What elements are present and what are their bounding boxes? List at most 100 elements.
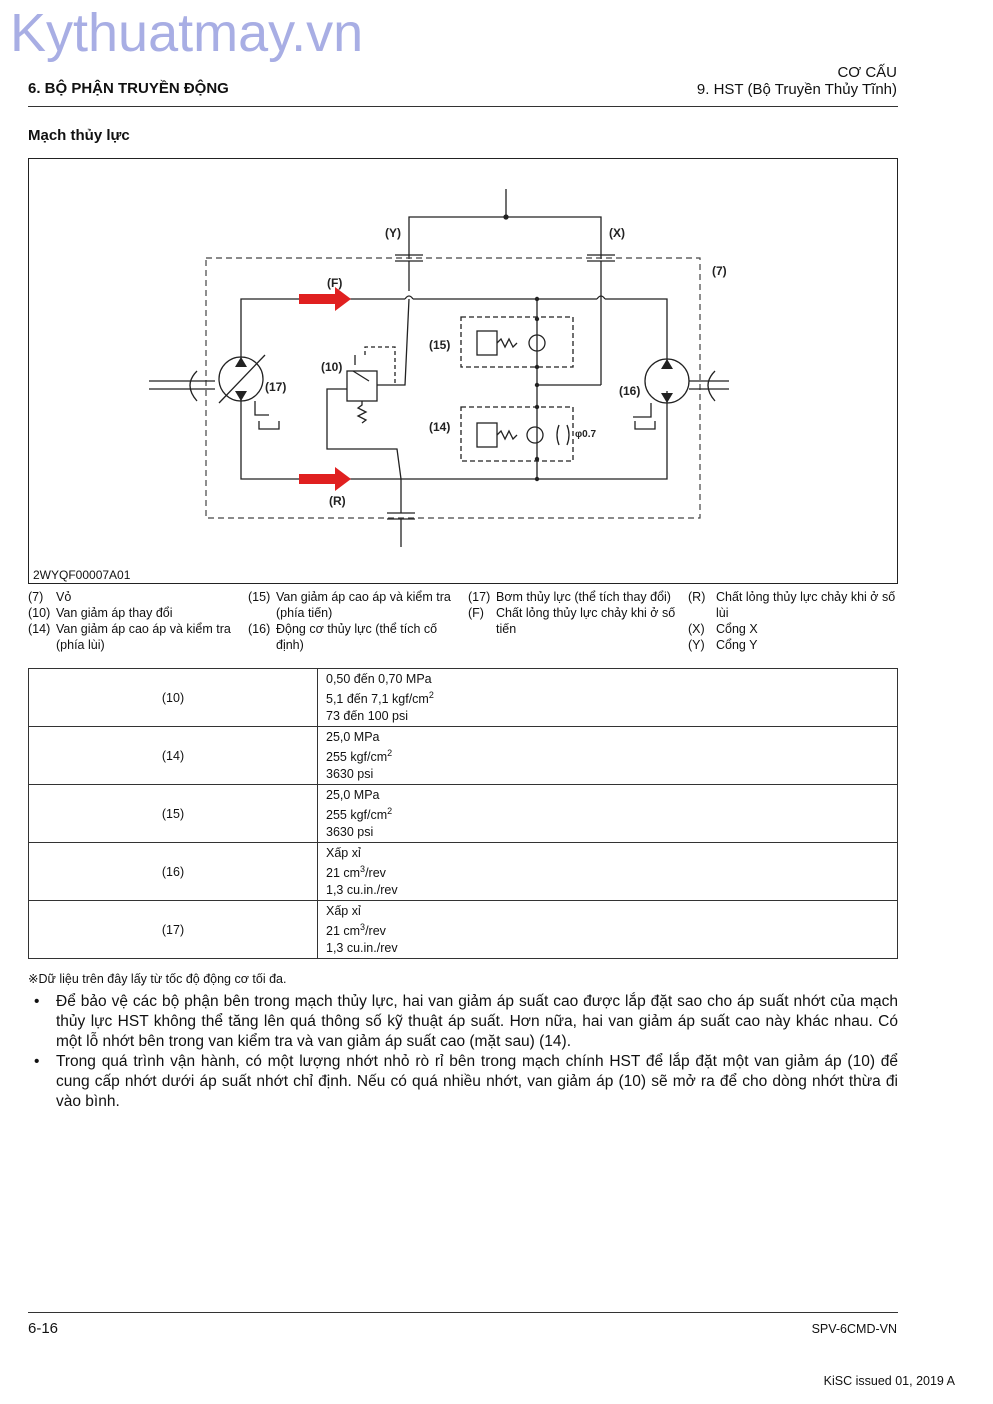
spec-superscript: 3: [360, 922, 366, 933]
spec-value-text: 25,0 MPa: [326, 730, 380, 745]
spec-value-line: 3630 psi: [326, 824, 897, 840]
legend-key: (F): [468, 606, 484, 620]
spec-value-text: 73 đến 100 psi: [326, 708, 409, 723]
legend-text: Van giảm áp thay đổi: [56, 606, 173, 620]
legend-key: (17): [468, 590, 491, 604]
legend-key: (R): [688, 590, 706, 604]
spec-superscript: 3: [360, 864, 366, 875]
legend-item: (16) Động cơ thủy lực (thể tích cố định): [248, 621, 458, 653]
spec-key: (15): [28, 784, 318, 843]
spec-value-line: 255 kgf/cm2: [326, 803, 897, 823]
spec-value-text: 25,0 MPa: [326, 788, 380, 803]
legend-key: (16): [248, 622, 271, 636]
spec-value-line: 1,3 cu.in./rev: [326, 882, 897, 898]
spec-value-line: 3630 psi: [326, 766, 897, 782]
legend-text: Van giảm áp cao áp và kiểm tra (phía lùi…: [56, 622, 231, 652]
legend-key: (X): [688, 622, 705, 636]
legend-key: (Y): [688, 638, 705, 652]
legend-text: Vỏ: [56, 590, 72, 604]
spec-value-line: 0,50 đến 0,70 MPa: [326, 671, 897, 687]
bullet-list: • Để bảo vệ các bộ phận bên trong mạch th…: [28, 992, 898, 1112]
spec-value-line: Xấp xỉ: [326, 845, 897, 861]
spec-value-line: 255 kgf/cm2: [326, 745, 897, 765]
valve-10: [346, 370, 378, 402]
spec-value-text: Xấp xỉ: [326, 846, 361, 861]
forward-line: [240, 298, 405, 367]
label-17: (17): [265, 380, 286, 394]
legend-text: Cổng X: [716, 622, 758, 636]
legend-text: Van giảm áp cao áp và kiểm tra (phía tiế…: [276, 590, 451, 620]
spec-value-line: 73 đến 100 psi: [326, 708, 897, 724]
spec-value-text: 255 kgf/cm: [326, 750, 388, 765]
spec-value-line: 5,1 đến 7,1 kgf/cm2: [326, 687, 897, 707]
legend-col-4: (R)Chất lỏng thủy lực chảy khi ở số lùi …: [688, 589, 898, 653]
header-category: CƠ CẤU: [837, 64, 897, 81]
watermark: Kythuatmay.vn: [10, 3, 364, 63]
label-7: (7): [712, 264, 727, 278]
label-r: (R): [329, 494, 346, 508]
spec-value-text: 21 cm: [326, 866, 361, 881]
spec-suffix: /rev: [365, 924, 386, 939]
label-orifice: φ0.7: [575, 429, 596, 440]
legend-item: (F) Chất lỏng thủy lực chảy khi ở số tiến: [468, 605, 678, 637]
figure-code: 2WYQF00007A01: [33, 568, 131, 582]
spec-value-text: 1,3 cu.in./rev: [326, 882, 398, 897]
hydraulic-diagram: (Y) (X) (7) (F) (R) (10) (15) (14) (17) …: [28, 158, 898, 584]
legend-item: (7) Vỏ: [28, 589, 238, 605]
spec-value-text: 1,3 cu.in./rev: [326, 940, 398, 955]
legend-item: (17) Bơm thủy lực (thể tích thay đổi): [468, 589, 678, 605]
spec-value-line: 25,0 MPa: [326, 729, 897, 745]
arrow-forward: [299, 287, 351, 311]
legend-key: (15): [248, 590, 271, 604]
spec-suffix: /rev: [365, 866, 386, 881]
label-10: (10): [321, 360, 342, 374]
valve-14: [460, 406, 574, 462]
reverse-line: [240, 391, 668, 480]
legend-item: (10) Van giảm áp thay đổi: [28, 605, 238, 621]
valve-15: [460, 316, 574, 368]
legend-col-3: (17) Bơm thủy lực (thể tích thay đổi) (F)…: [468, 589, 678, 637]
legend-key: (7): [28, 590, 44, 604]
legend-item: (R) Chất lỏng thủy lực chảy khi ở số lùi: [688, 589, 898, 621]
spec-superscript: 2: [387, 806, 393, 817]
spec-key: (10): [28, 668, 318, 727]
spec-key: (14): [28, 726, 318, 785]
header-rule: [28, 106, 898, 107]
top-connector: [408, 216, 602, 259]
label-f: (F): [327, 276, 342, 290]
hydraulic-circuit-svg: (Y) (X) (7) (F) (R) (10) (15) (14) (17) …: [149, 189, 729, 547]
issue-note: KiSC issued 01, 2019 A: [823, 1374, 955, 1388]
legend-text: Chất lỏng thủy lực chảy khi ở số lùi: [716, 590, 896, 620]
legend-item: (X) Cổng X: [688, 621, 898, 637]
spec-value-text: 3630 psi: [326, 766, 374, 781]
arrow-reverse: [299, 467, 351, 491]
legend-item: (14)Van giảm áp cao áp và kiểm tra (phía…: [28, 621, 238, 653]
spec-value-line: 21 cm3/rev: [326, 919, 897, 939]
footnote: ※Dữ liệu trên đây lấy từ tốc độ động cơ …: [28, 972, 287, 986]
bullet-item: •Để bảo vệ các bộ phận bên trong mạch th…: [28, 992, 898, 1052]
spec-value-text: 21 cm: [326, 924, 361, 939]
legend-text: Động cơ thủy lực (thể tích cố định): [276, 622, 438, 652]
label-14: (14): [429, 420, 450, 434]
legend-col-2: (15) Van giảm áp cao áp và kiểm tra (phía…: [248, 589, 458, 653]
bullet-text: Để bảo vệ các bộ phận bên trong mạch thủ…: [56, 993, 898, 1050]
spec-value-text: 255 kgf/cm: [326, 808, 388, 823]
bullet-item: •Trong quá trình vận hành, có một lượng …: [28, 1052, 898, 1112]
legend-key: (10): [28, 606, 51, 620]
legend-text: Chất lỏng thủy lực chảy khi ở số tiến: [496, 606, 676, 636]
bullet-symbol: •: [34, 1053, 40, 1070]
spec-value-text: 5,1 đến 7,1 kgf/cm: [326, 692, 429, 707]
header-subsection: 9. HST (Bộ Truyền Thủy Tĩnh): [696, 81, 897, 98]
housing-7: [205, 257, 701, 519]
legend-text: Bơm thủy lực (thể tích thay đổi): [496, 590, 671, 604]
